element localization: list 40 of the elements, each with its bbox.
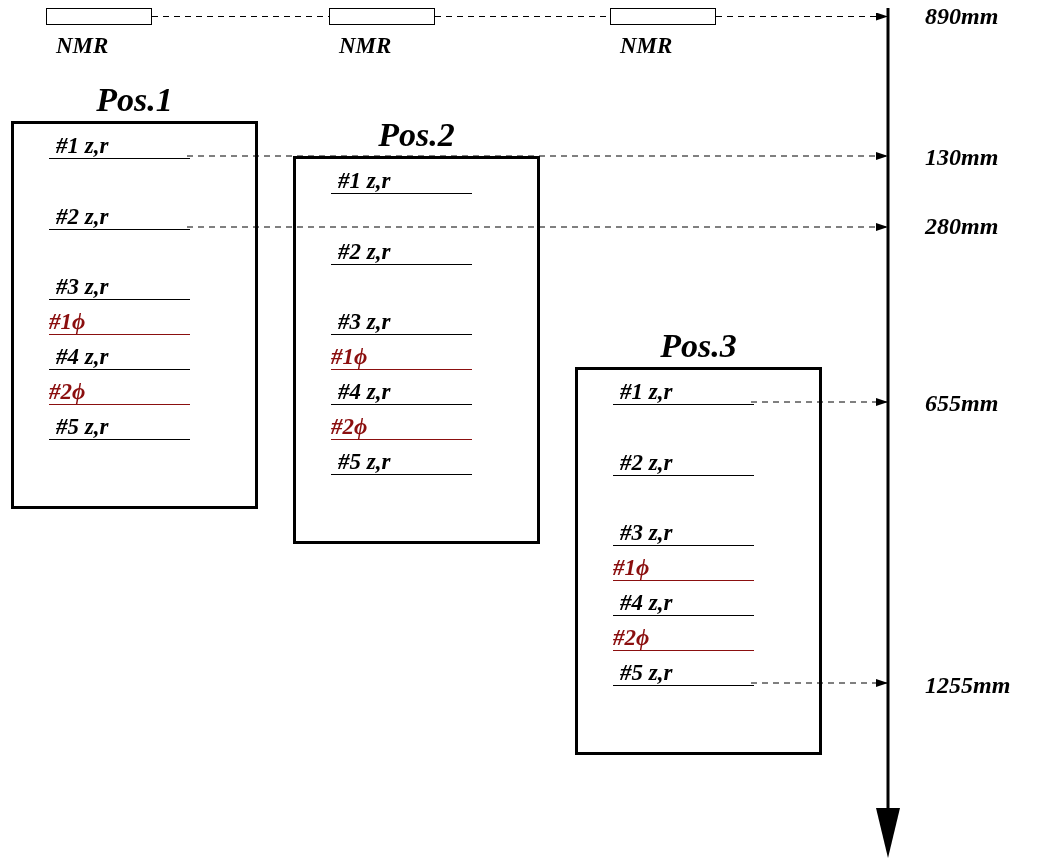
sensor-label: #3 z,r bbox=[331, 309, 472, 335]
sensor-label: #4 z,r bbox=[49, 344, 190, 370]
axis-label: 1255mm bbox=[925, 671, 1011, 699]
sensor-label: #2ϕ bbox=[331, 414, 472, 440]
sensor-label: #1ϕ bbox=[613, 555, 754, 581]
dashed-arrow bbox=[750, 398, 889, 406]
sensor-label: #3 z,r bbox=[613, 520, 754, 546]
position-heading: Pos.3 bbox=[659, 326, 738, 366]
sensor-label: #2 z,r bbox=[49, 204, 190, 230]
sensor-label: #4 z,r bbox=[331, 379, 472, 405]
sensor-label: #3 z,r bbox=[49, 274, 190, 300]
position-heading: Pos.1 bbox=[95, 80, 174, 120]
magnet-box bbox=[46, 8, 152, 25]
sensor-label: #1 z,r bbox=[49, 133, 190, 159]
magnet-box bbox=[329, 8, 435, 25]
sensor-label: #5 z,r bbox=[331, 449, 472, 475]
sensor-label: #1 z,r bbox=[613, 379, 754, 405]
component-label: NMR bbox=[339, 33, 392, 59]
magnet-box bbox=[610, 8, 716, 25]
sensor-label: #5 z,r bbox=[613, 660, 754, 686]
axis-label: 280mm bbox=[925, 212, 999, 240]
sensor-label: #1ϕ bbox=[49, 309, 190, 335]
sensor-label: #4 z,r bbox=[613, 590, 754, 616]
axis-label: 890mm bbox=[925, 2, 999, 30]
axis-label: 130mm bbox=[925, 143, 999, 171]
sensor-label: #2ϕ bbox=[613, 625, 754, 651]
sensor-label: #1 z,r bbox=[331, 168, 472, 194]
axis-label: 655mm bbox=[925, 389, 999, 417]
position-heading: Pos.2 bbox=[377, 115, 456, 155]
dashed-arrow bbox=[186, 152, 889, 160]
sensor-label: #2 z,r bbox=[331, 239, 472, 265]
dashed-arrow bbox=[715, 12, 889, 21]
component-label: NMR bbox=[620, 33, 673, 59]
dashed-arrow bbox=[750, 679, 889, 687]
dashed-arrow bbox=[186, 223, 889, 231]
sensor-label: #1ϕ bbox=[331, 344, 472, 370]
sensor-label: #2ϕ bbox=[49, 379, 190, 405]
sensor-label: #2 z,r bbox=[613, 450, 754, 476]
component-label: NMR bbox=[56, 33, 109, 59]
sensor-label: #5 z,r bbox=[49, 414, 190, 440]
